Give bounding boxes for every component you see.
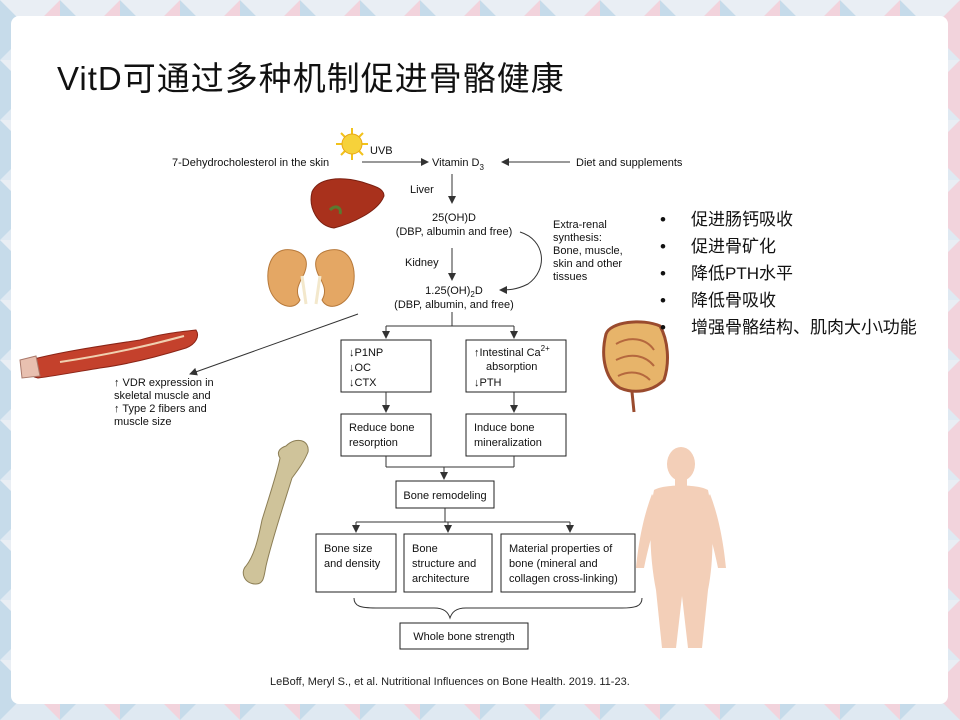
bullet-dot: • — [660, 210, 666, 229]
muscle-line-1: ↑ VDR expression in — [114, 377, 214, 389]
liver-label: Liver — [410, 184, 434, 196]
material-line-3: collagen cross-linking) — [509, 573, 618, 585]
induce-line-2: mineralization — [474, 437, 542, 449]
marker-oc: ↓OC — [349, 362, 371, 374]
human-body-icon — [636, 447, 726, 648]
bone-remodeling-box — [395, 480, 495, 509]
muscle-arm-icon — [19, 329, 199, 379]
bullet-dot: • — [660, 264, 666, 283]
vitamin-d3-label: Vitamin D3 — [432, 157, 484, 172]
femur-icon — [242, 439, 309, 585]
bullet-text: 促进骨矿化 — [691, 237, 776, 256]
whole-bone-strength-box — [399, 622, 529, 650]
sun-icon — [336, 128, 368, 160]
extra-renal-line-1: Extra-renal — [553, 219, 607, 231]
diet-supplements-label: Diet and supplements — [576, 157, 683, 169]
extra-renal-line-5: tissues — [553, 271, 588, 283]
kidney-label: Kidney — [405, 257, 439, 269]
bone-structure-box — [403, 533, 493, 593]
bone-size-box — [315, 533, 397, 593]
bullet-text: 降低PTH水平 — [691, 264, 793, 283]
arrow-extra-renal — [499, 231, 542, 294]
kidney-icon — [267, 249, 355, 307]
muscle-line-2: skeletal muscle and — [114, 390, 211, 402]
intestinal-label: ↑Intestinal Ca2+ — [474, 344, 550, 359]
reduce-line-2: resorption — [349, 437, 398, 449]
arrow-to-muscle — [189, 313, 359, 376]
bone-remodeling-label: Bone remodeling — [403, 490, 486, 502]
pth-label: ↓PTH — [474, 377, 502, 389]
extra-renal-line-3: Bone, muscle, — [553, 245, 623, 257]
structure-line-1: Bone — [412, 543, 438, 555]
muscle-line-3: ↑ Type 2 fibers and — [114, 403, 207, 415]
125ohd-label: 1.25(OH)2D — [425, 285, 483, 299]
25ohd-label: 25(OH)D — [432, 212, 476, 224]
uvb-label: UVB — [370, 145, 393, 157]
bullet-dot: • — [660, 291, 666, 310]
bullet-item: • 增强骨骼结构、肌肉大小\功能 — [660, 314, 917, 341]
slide-title: VitD可通过多种机制促进骨骼健康 — [57, 60, 565, 97]
reduce-resorption-box — [340, 413, 432, 457]
induce-line-1: Induce bone — [474, 422, 535, 434]
bullet-list: • 促进肠钙吸收 • 促进骨矿化 • 降低PTH水平 • 降低骨吸收 • 增强骨骼结构、肌… — [660, 206, 917, 341]
intestine-icon — [602, 320, 669, 413]
citation: LeBoff, Meryl S., et al. Nutritional Inf… — [270, 676, 630, 688]
structure-line-2: structure and — [412, 558, 476, 570]
muscle-line-4: muscle size — [114, 416, 171, 428]
absorption-label: absorption — [486, 361, 537, 373]
bullet-text: 增强骨骼结构、肌肉大小\功能 — [691, 318, 917, 337]
bullet-item: • 降低PTH水平 — [660, 260, 917, 287]
material-line-2: bone (mineral and — [509, 558, 598, 570]
structure-line-3: architecture — [412, 573, 469, 585]
bullet-text: 促进肠钙吸收 — [691, 210, 793, 229]
bullet-item: • 促进骨矿化 — [660, 233, 917, 260]
bullet-dot: • — [660, 318, 666, 337]
extra-renal-line-4: skin and other — [553, 258, 622, 270]
liver-icon — [310, 178, 385, 229]
bullet-item: • 降低骨吸收 — [660, 287, 917, 314]
marker-ctx: ↓CTX — [349, 377, 377, 389]
brace — [353, 597, 643, 620]
markers-box — [340, 339, 432, 393]
material-properties-box — [500, 533, 636, 593]
size-line-1: Bone size — [324, 543, 372, 555]
whole-bone-strength-label: Whole bone strength — [413, 631, 515, 643]
bullet-dot: • — [660, 237, 666, 256]
marker-p1np: ↓P1NP — [349, 347, 383, 359]
reduce-line-1: Reduce bone — [349, 422, 414, 434]
dehydrocholesterol-label: 7-Dehydrocholesterol in the skin — [172, 157, 329, 169]
induce-mineralization-box — [465, 413, 567, 457]
material-line-1: Material properties of — [509, 543, 613, 555]
25ohd-binding-label: (DBP, albumin and free) — [396, 226, 513, 238]
125ohd-binding-label: (DBP, albumin, and free) — [394, 299, 514, 311]
intestinal-box — [465, 339, 567, 393]
extra-renal-line-2: synthesis: — [553, 232, 602, 244]
size-line-2: and density — [324, 558, 381, 570]
bullet-item: • 促进肠钙吸收 — [660, 206, 917, 233]
bullet-text: 降低骨吸收 — [691, 291, 776, 310]
